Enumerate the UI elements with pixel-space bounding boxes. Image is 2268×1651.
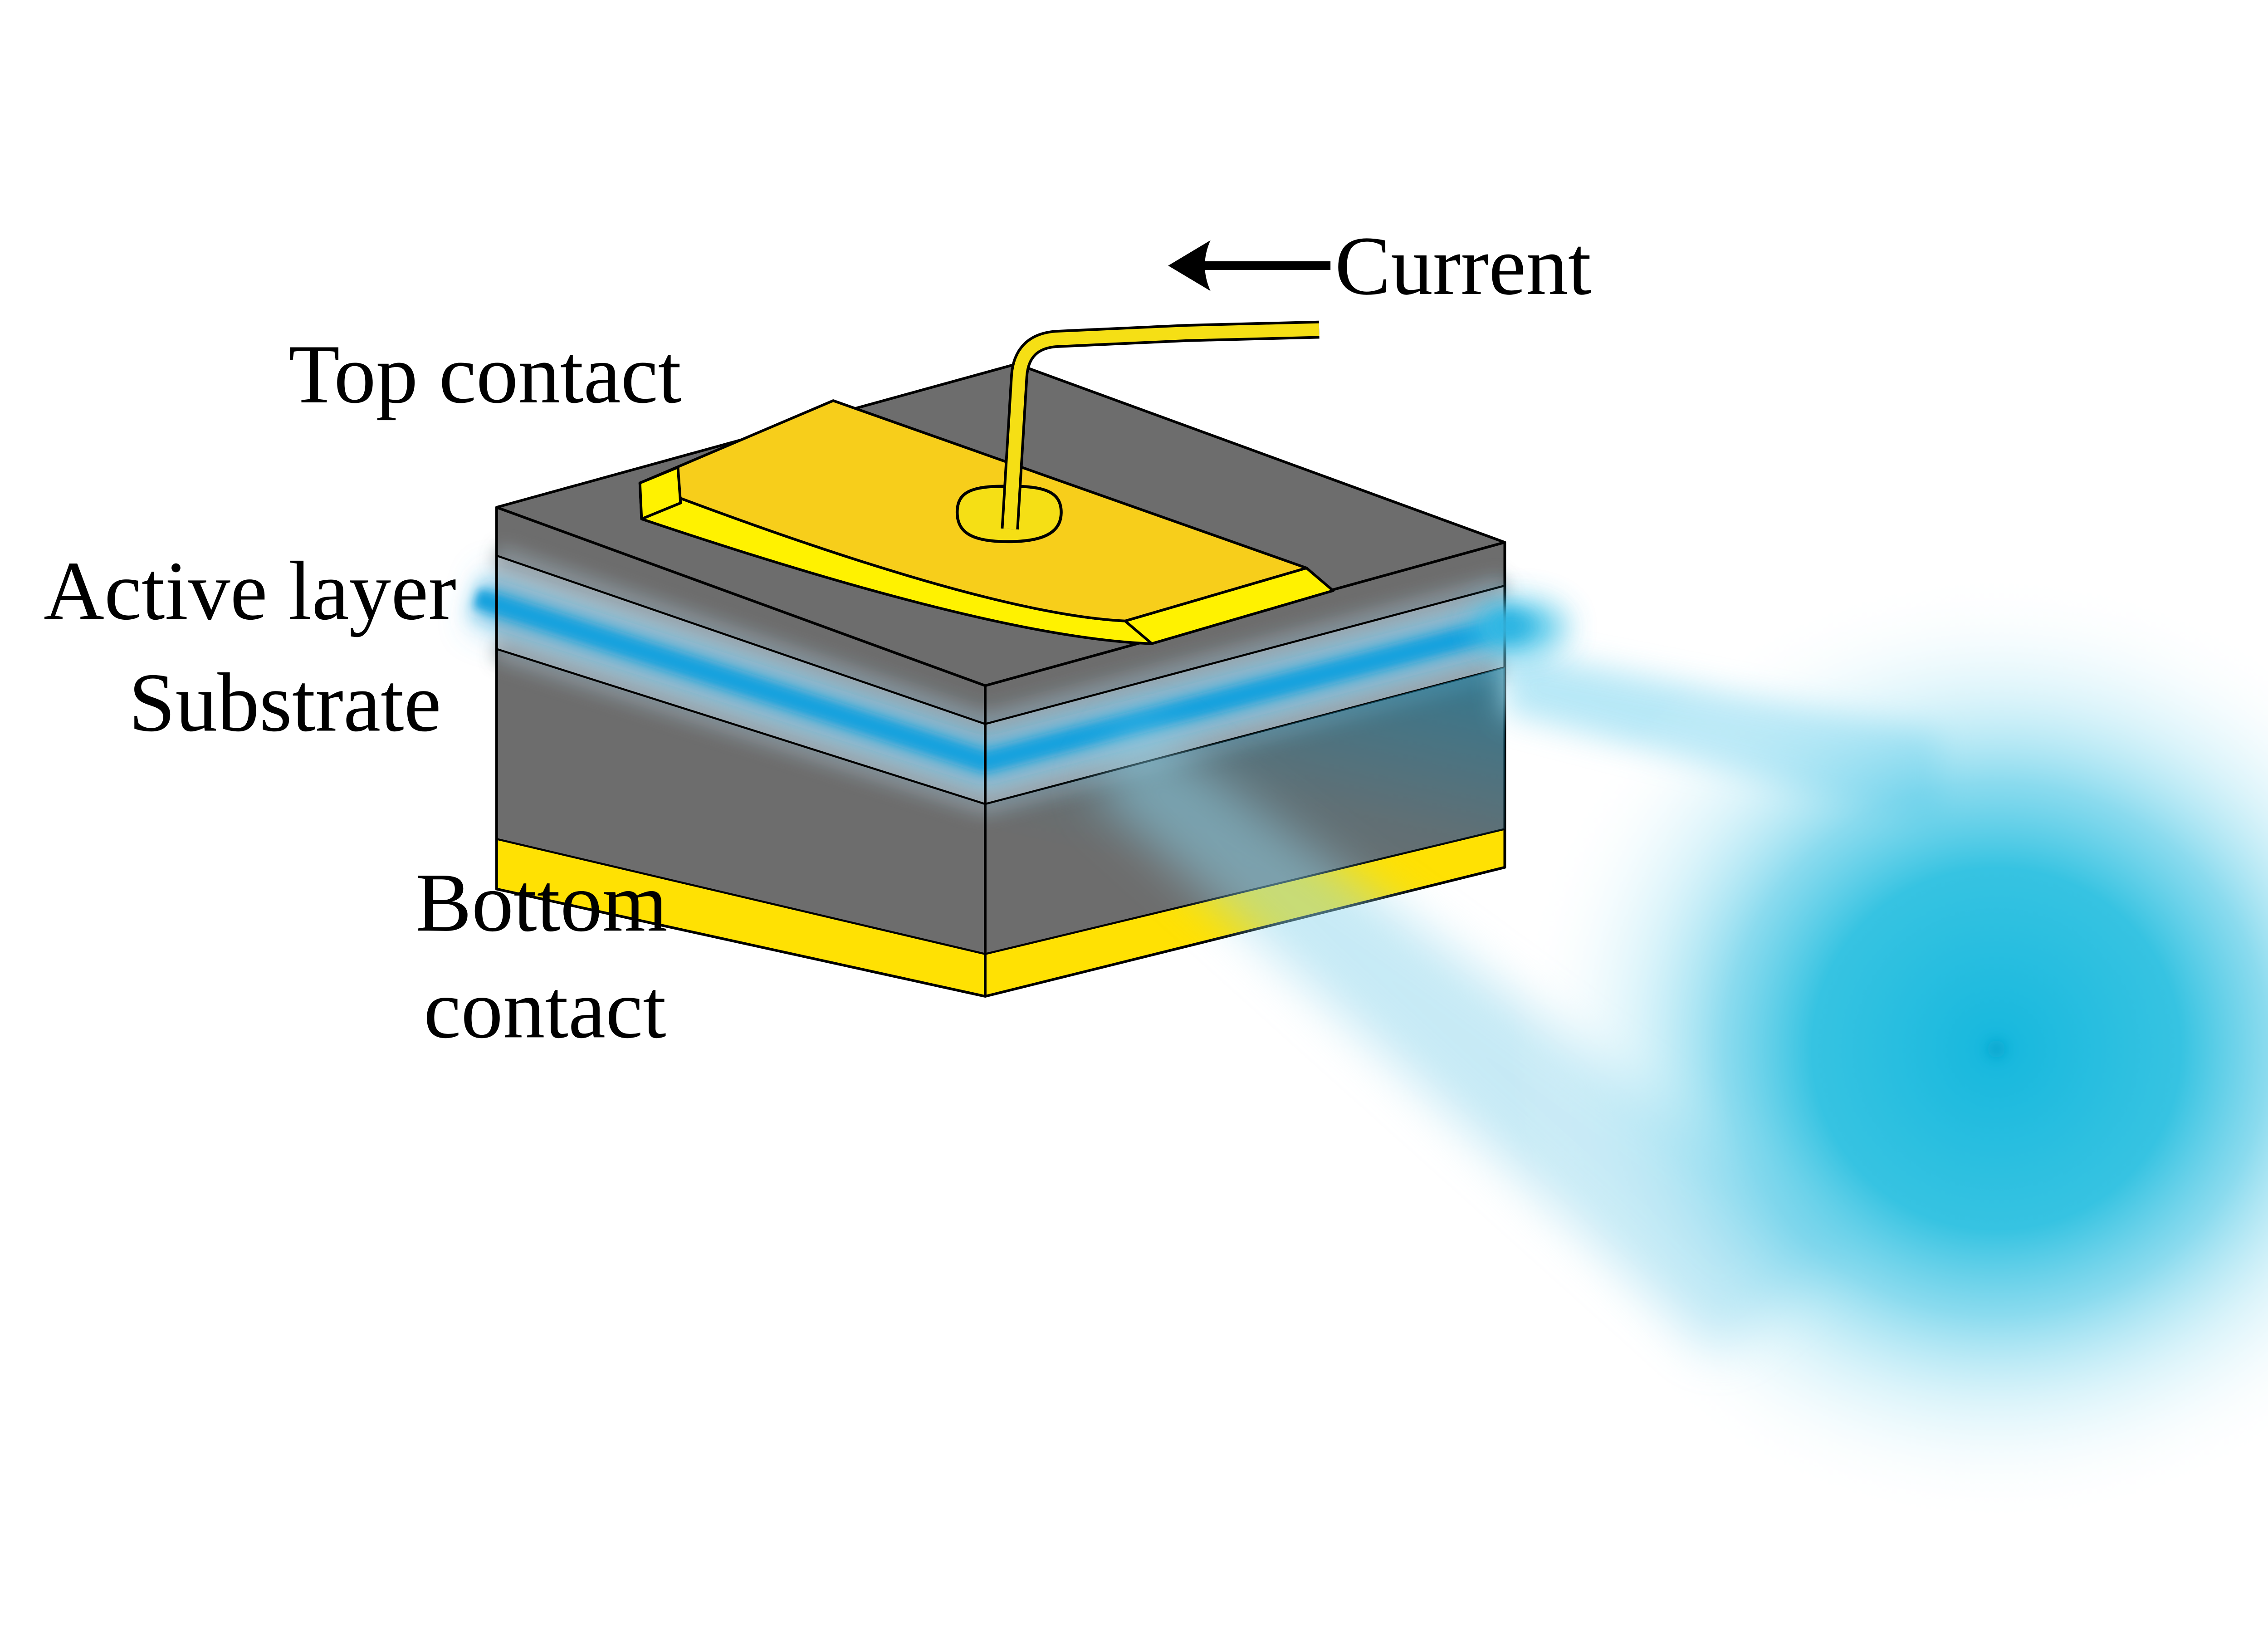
- laser-glow-spot: [1510, 572, 2268, 1526]
- label-substrate: Substrate: [129, 656, 441, 749]
- label-top-contact: Top contact: [288, 328, 681, 421]
- arrow-left-icon: [1168, 240, 1331, 291]
- arrow-shaft: [1202, 261, 1331, 270]
- left-face-substrate: [496, 649, 985, 954]
- label-active-layer: Active layer: [44, 544, 456, 637]
- current-annotation: Current: [1168, 220, 1591, 313]
- bond-wire: [1001, 320, 1320, 530]
- label-current: Current: [1335, 220, 1592, 313]
- label-bottom-contact-line1: Bottom: [415, 856, 668, 949]
- pad-left-end-face: [638, 466, 682, 520]
- label-bottom-contact-line2: contact: [424, 963, 666, 1056]
- left-face-bottom-contact: [496, 839, 985, 997]
- arrow-head: [1168, 240, 1211, 291]
- label-bottom-contact: Bottom contact: [415, 856, 668, 1056]
- beam-exit-core: [1488, 612, 1535, 640]
- left-face-top-cladding: [496, 507, 985, 724]
